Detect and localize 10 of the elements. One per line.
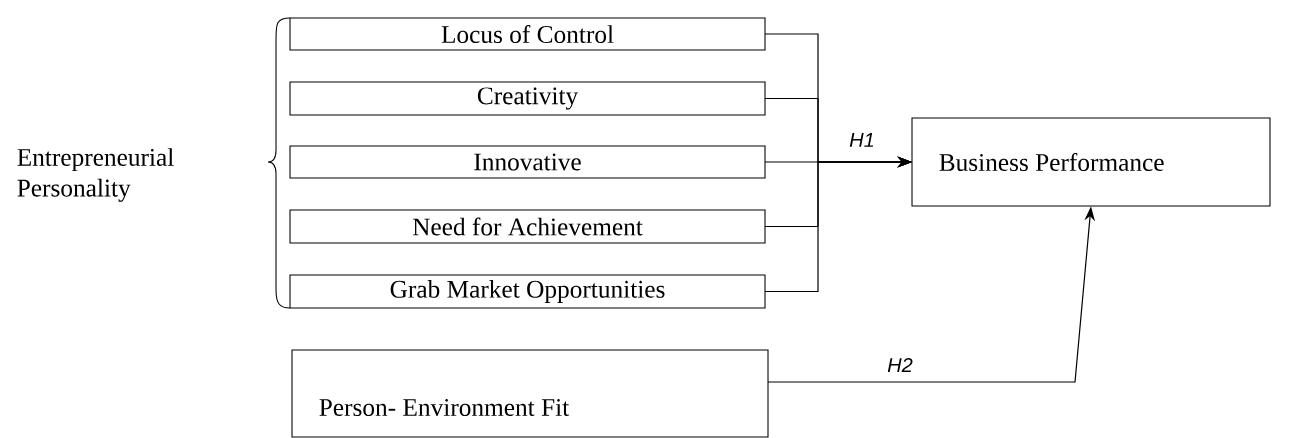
process-box: Person- Environment Fit xyxy=(291,349,769,438)
category-label: Entrepreneurial Personality xyxy=(17,148,174,202)
process-box: Creativity xyxy=(289,81,766,116)
process-box: Grab Market Opportunities xyxy=(289,274,766,309)
process-box: Locus of Control xyxy=(289,17,766,51)
edge-label: H2 xyxy=(885,356,915,374)
edge-label: H1 xyxy=(847,131,877,149)
process-box: Innovative xyxy=(289,145,766,179)
process-box: Need for Achievement xyxy=(289,209,766,244)
process-box: Business Performance xyxy=(911,117,1271,207)
